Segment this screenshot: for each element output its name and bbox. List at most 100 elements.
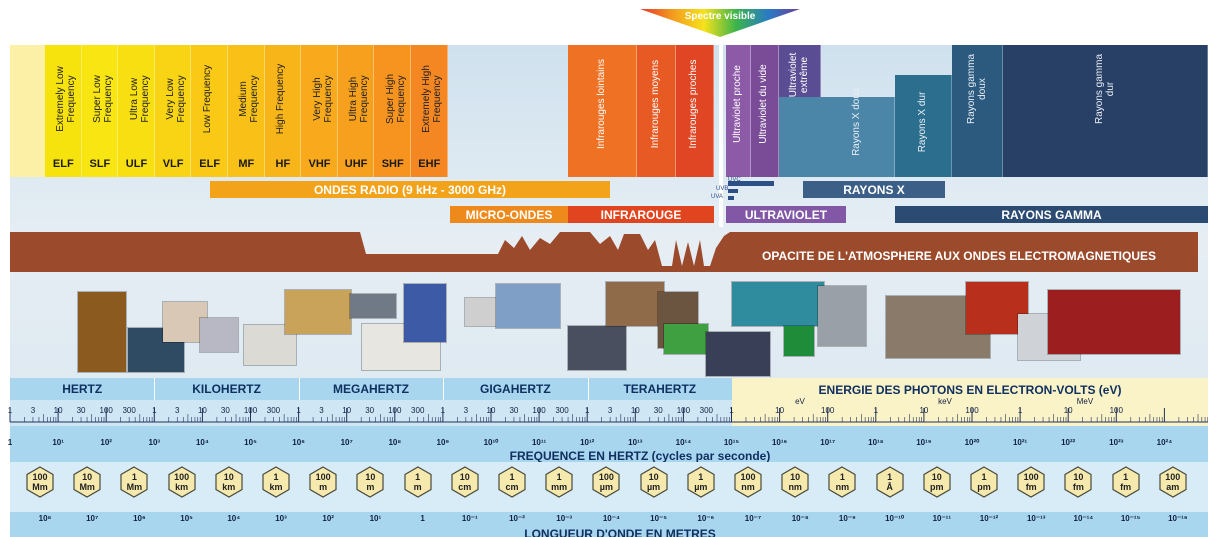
band-column (337, 45, 375, 177)
band-name: Very High Frequency (311, 75, 334, 123)
band-abbr: SHF (381, 158, 404, 170)
decade-label: 1 (584, 406, 590, 415)
decade-label: 30 (653, 406, 663, 415)
wavelength-power: 10⁻⁶ (697, 514, 715, 523)
voiture-photo (350, 294, 396, 318)
wavelength-unit: nm (835, 482, 850, 492)
ultraviolet-bar: ULTRAVIOLET (726, 206, 846, 223)
decade-label: 10 (53, 406, 63, 415)
uvb-marker (728, 189, 738, 193)
frequency-power: 10²⁴ (1156, 438, 1173, 447)
decade-label: 10 (197, 406, 207, 415)
unit-divider (443, 378, 445, 400)
wavelength-unit: m (366, 482, 375, 492)
energy-scale-label: 10 (775, 406, 785, 415)
satellite-photo (568, 326, 626, 370)
decade-label: 10 (342, 406, 352, 415)
frequency-power: 10¹³ (628, 438, 643, 447)
wavelength-power: 10² (322, 514, 334, 523)
wavelength-value: 10 (82, 472, 93, 482)
frequency-power: 10¹² (580, 438, 595, 447)
energy-unit-label: eV (795, 397, 805, 406)
band-abbr: HF (275, 158, 291, 170)
decade-label: 3 (607, 406, 613, 415)
frequency-power: 10⁸ (388, 438, 402, 447)
decade-label: 3 (463, 406, 469, 415)
wavelength-value: 10 (223, 472, 234, 482)
microwaves-bar: MICRO-ONDES (450, 206, 568, 223)
ir-band-name: Infrarouges proches (688, 59, 699, 149)
wavelength-unit: km (222, 482, 236, 492)
frequency-unit-label: TERAHERTZ (623, 382, 697, 396)
x-gamma-band (895, 75, 952, 177)
wavelength-power: 10⁵ (180, 514, 193, 523)
band-column (191, 45, 228, 177)
photon-energy-title: ENERGIE DES PHOTONS EN ELECTRON-VOLTS (e… (818, 383, 1122, 397)
wavelength-value: 1 (981, 472, 987, 482)
wavelength-value: 10 (931, 472, 942, 482)
wavelength-unit: mm (551, 482, 568, 492)
wavelength-unit: Mm (79, 482, 95, 492)
band-name: Medium Frequency (238, 75, 261, 123)
unit-divider (587, 378, 589, 400)
wavelength-value: 1 (839, 472, 845, 482)
wavelength-power: 10⁻¹³ (1026, 514, 1046, 523)
wavelength-value: 1 (273, 472, 279, 482)
wavelength-unit: Å (886, 482, 893, 492)
wavelength-power: 10⁻¹⁰ (885, 514, 905, 523)
visible-spectrum-label: Spectre visible (684, 11, 756, 22)
energy-scale-label: 10 (919, 406, 929, 415)
wavelength-power: 10⁻⁷ (744, 514, 762, 523)
wavelength-value: 100 (598, 472, 614, 482)
x-gamma-band (952, 45, 1003, 177)
frequency-power: 10²¹ (1012, 438, 1028, 447)
frequency-power: 10³ (148, 438, 161, 447)
supernova-photo (1048, 290, 1180, 354)
band-abbr: UHF (344, 158, 368, 170)
x-gamma-band-name: Rayons gamma dur (1093, 53, 1116, 125)
wavelength-unit: nm (788, 482, 802, 492)
band-filler (779, 97, 821, 177)
band-name: Extremely Low Frequency (55, 66, 78, 132)
wavelength-unit: µm (694, 482, 708, 492)
band-abbr: SLF (89, 158, 111, 170)
uv-band (726, 45, 751, 177)
decade-label: 100 (388, 406, 402, 415)
frequency-power: 10² (100, 438, 112, 447)
wavelength-power: 10⁻¹¹ (932, 514, 952, 523)
wavelength-power: 10⁻⁹ (838, 514, 856, 523)
wavelength-value: 1 (556, 472, 562, 482)
wavelength-unit: fm (1120, 482, 1132, 492)
x-gamma-band-name: Rayons gamma doux (965, 53, 988, 125)
frequency-power: 10¹⁰ (483, 438, 499, 447)
wavelength-unit: pm (930, 482, 944, 492)
wavelength-value: 100 (174, 472, 190, 482)
frequency-unit-label: KILOHERTZ (192, 382, 261, 396)
wavelength-unit: m (413, 482, 422, 492)
wavelength-power: 10⁻¹² (979, 514, 999, 523)
decade-label: 30 (509, 406, 519, 415)
uva-label: UVA (711, 194, 723, 200)
frequency-power: 1 (7, 438, 13, 447)
frequency-unit-label: MEGAHERTZ (332, 382, 409, 396)
band-column (264, 45, 302, 177)
wavelength-power: 10⁻¹⁴ (1073, 514, 1094, 523)
wavelength-unit: km (175, 482, 189, 492)
decade-label: 10 (486, 406, 496, 415)
wavelength-power: 10⁷ (86, 514, 99, 523)
ir-band (568, 45, 637, 177)
band-name: Low Frequency (201, 64, 213, 134)
wavelength-value: 1 (1123, 472, 1129, 482)
wavelength-unit: Mm (32, 482, 48, 492)
band-name: Super Low Frequency (91, 75, 114, 123)
decade-label: 300 (411, 406, 425, 415)
frequency-power: 10¹⁶ (771, 438, 788, 447)
band-column (118, 45, 155, 177)
